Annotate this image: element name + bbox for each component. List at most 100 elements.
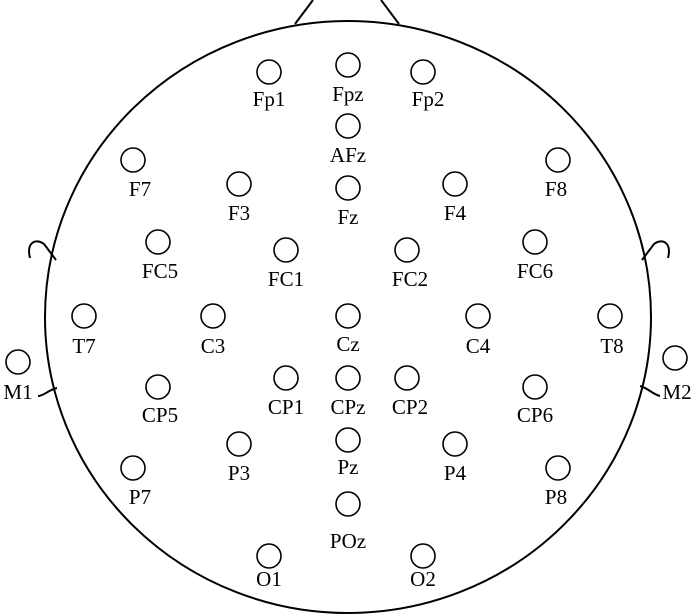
electrode-label: Fz [338, 205, 359, 229]
electrode-f7: F7 [120, 147, 151, 201]
electrode-label: O1 [256, 567, 282, 591]
electrode-o2: O2 [410, 543, 436, 591]
electrode-p3: P3 [226, 431, 252, 485]
electrode-circle [410, 543, 436, 569]
electrode-p4: P4 [442, 431, 468, 485]
electrode-circle [410, 59, 436, 85]
electrode-circle [120, 455, 146, 481]
electrode-circle [335, 113, 361, 139]
nose [294, 0, 400, 25]
electrode-label: M2 [662, 380, 691, 404]
electrode-circle [394, 365, 420, 391]
electrode-label: AFz [330, 143, 366, 167]
electrode-label: FC5 [142, 259, 178, 283]
electrode-label: Fp2 [412, 87, 445, 111]
electrode-circle [273, 237, 299, 263]
electrode-c3: C3 [200, 303, 226, 358]
electrode-fz: Fz [335, 175, 361, 229]
electrode-p8: P8 [545, 455, 571, 509]
electrode-circle [335, 52, 361, 78]
electrode-label: C3 [201, 334, 226, 358]
electrode-label: Pz [338, 455, 359, 479]
electrode-label: C4 [466, 334, 491, 358]
electrode-circle [662, 345, 688, 371]
electrode-o1: O1 [256, 543, 282, 591]
electrode-fc1: FC1 [268, 237, 304, 291]
electrode-label: P8 [545, 485, 567, 509]
electrode-f8: F8 [545, 147, 571, 201]
electrode-label: T8 [600, 334, 623, 358]
electrode-circle [335, 365, 361, 391]
electrode-circle [226, 431, 252, 457]
left-ear [28, 240, 57, 261]
right-ear [641, 240, 670, 261]
electrode-label: O2 [410, 567, 436, 591]
electrode-circle [120, 147, 146, 173]
electrode-label: M1 [3, 380, 32, 404]
electrode-circle [145, 374, 171, 400]
electrode-fp2: Fp2 [410, 59, 445, 111]
electrode-label: CP2 [392, 395, 428, 419]
electrode-fc5: FC5 [142, 229, 178, 283]
electrode-fpz: Fpz [332, 52, 364, 106]
electrode-circle [335, 175, 361, 201]
electrode-label: Fp1 [253, 87, 286, 111]
electrode-afz: AFz [330, 113, 366, 167]
electrode-label: FC2 [392, 267, 428, 291]
electrode-cz: Cz [335, 303, 361, 356]
m1-connector [37, 387, 58, 397]
head-outline [44, 20, 652, 614]
electrode-m2: M2 [662, 345, 692, 404]
electrode-label: P7 [129, 485, 151, 509]
m2-connector [639, 385, 661, 397]
electrode-label: CP1 [268, 395, 304, 419]
electrode-c4: C4 [465, 303, 491, 358]
electrode-cpz: CPz [330, 365, 366, 419]
electrode-label: POz [330, 529, 366, 553]
electrode-cp6: CP6 [517, 374, 553, 427]
electrode-circle [5, 349, 31, 375]
electrode-circle [394, 237, 420, 263]
electrode-label: CP5 [142, 403, 178, 427]
electrode-fc6: FC6 [517, 229, 553, 283]
electrode-cp1: CP1 [268, 365, 304, 419]
electrode-circle [335, 427, 361, 453]
electrode-circle [442, 171, 468, 197]
electrode-circle [71, 303, 97, 329]
electrode-circle [522, 374, 548, 400]
electrode-f3: F3 [226, 171, 252, 225]
electrode-label: FC6 [517, 259, 553, 283]
electrode-label: F3 [228, 201, 250, 225]
electrode-circle [145, 229, 171, 255]
electrode-circle [442, 431, 468, 457]
electrode-fp1: Fp1 [253, 59, 286, 111]
electrode-circle [335, 491, 361, 517]
electrode-label: Fpz [332, 82, 364, 106]
electrode-label: CP6 [517, 403, 553, 427]
electrode-label: P4 [444, 461, 467, 485]
electrode-circle [273, 365, 299, 391]
electrode-circle [335, 303, 361, 329]
electrode-p7: P7 [120, 455, 151, 509]
electrode-circle [545, 147, 571, 173]
electrode-label: F7 [129, 177, 151, 201]
electrode-label: CPz [330, 395, 365, 419]
electrode-label: F4 [444, 201, 467, 225]
electrode-circle [226, 171, 252, 197]
electrode-fc2: FC2 [392, 237, 428, 291]
electrode-circle [465, 303, 491, 329]
electrode-circle [200, 303, 226, 329]
electrode-label: FC1 [268, 267, 304, 291]
electrode-label: F8 [545, 177, 567, 201]
electrode-circle [256, 543, 282, 569]
electrode-pz: Pz [335, 427, 361, 479]
electrode-label: T7 [72, 334, 95, 358]
electrode-circle [597, 303, 623, 329]
electrode-f4: F4 [442, 171, 468, 225]
electrode-m1: M1 [3, 349, 33, 404]
electrode-label: P3 [228, 461, 250, 485]
electrode-cp2: CP2 [392, 365, 428, 419]
electrode-circle [522, 229, 548, 255]
